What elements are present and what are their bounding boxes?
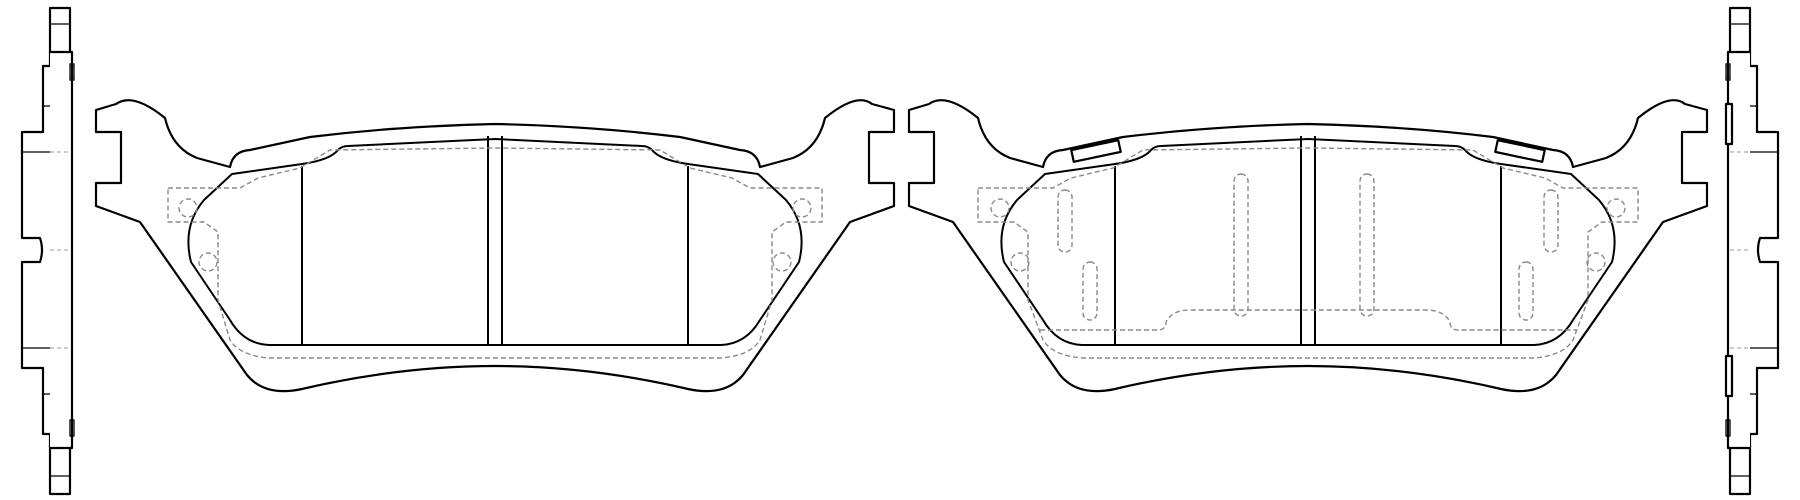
rear-shim-outline bbox=[167, 147, 823, 359]
pad-side-profile bbox=[20, 64, 50, 436]
rear-shim-outline-inner bbox=[1040, 309, 1576, 331]
rear-shim-outline bbox=[977, 147, 1639, 359]
friction-material bbox=[1000, 138, 1616, 346]
shim-slot bbox=[1543, 189, 1559, 253]
side-clip bbox=[1725, 63, 1731, 81]
left-side-view bbox=[20, 6, 75, 496]
front-view-pad-2 bbox=[907, 99, 1709, 393]
shim-slot bbox=[1082, 261, 1098, 321]
friction-material bbox=[187, 138, 803, 346]
shim-hole bbox=[1606, 198, 1626, 218]
shim-hole bbox=[772, 252, 792, 272]
side-clip bbox=[69, 63, 75, 81]
shim-hole bbox=[1586, 252, 1606, 272]
shim-slot bbox=[1359, 173, 1375, 317]
shim-hole bbox=[198, 252, 218, 272]
pad-side-profile bbox=[1750, 64, 1780, 436]
backing-plate-outline bbox=[94, 99, 896, 393]
right-side-view bbox=[1724, 6, 1780, 496]
shim-slot bbox=[1518, 261, 1534, 321]
shim-hole bbox=[792, 198, 812, 218]
shim-clip bbox=[1070, 139, 1122, 163]
shim-hole bbox=[1010, 252, 1030, 272]
backing-plate-outline bbox=[907, 99, 1709, 393]
side-clip bbox=[1725, 419, 1731, 437]
front-view-pad-1 bbox=[94, 99, 896, 393]
side-clip bbox=[1724, 354, 1734, 398]
shim-slot bbox=[1057, 189, 1073, 253]
side-clip bbox=[69, 419, 75, 437]
side-clip bbox=[1724, 102, 1734, 146]
shim-slot bbox=[1233, 173, 1249, 317]
shim-hole bbox=[178, 198, 198, 218]
shim-clip bbox=[1494, 139, 1546, 163]
shim-hole bbox=[990, 198, 1010, 218]
